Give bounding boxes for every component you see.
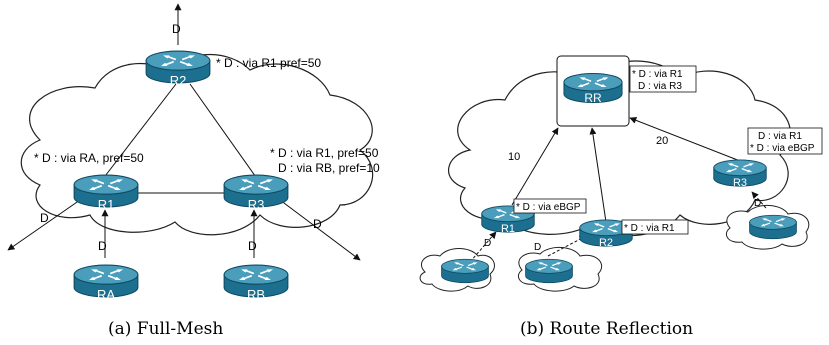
- weight-r3-rr: 20: [656, 135, 668, 147]
- router-r3-b-label: R3: [733, 177, 747, 189]
- router-ext-mid: [524, 258, 574, 284]
- router-ra-label: RA: [97, 287, 115, 302]
- router-r1-b: R1: [480, 205, 536, 235]
- router-r2-b: R2: [578, 219, 634, 249]
- full-mesh-panel: R2 R1 R3 RA RB D D D D D * D : via R1 pr…: [7, 3, 380, 339]
- router-r3: R3: [223, 174, 289, 212]
- r3-route-note-1: * D : via R1, pref=50: [270, 146, 379, 160]
- route-reflection-panel: RR R1 R2 R3 D D D 10 20 * D: [419, 55, 823, 339]
- weight-r1-rr: 10: [508, 151, 520, 163]
- router-ext-right: [748, 214, 798, 240]
- router-ext-left: [440, 258, 490, 284]
- dest-label-r2: D: [534, 242, 541, 253]
- dest-label-right: D: [313, 217, 322, 231]
- r2-b-route-note: * D : via R1: [624, 223, 675, 234]
- router-r3-label: R3: [248, 197, 265, 212]
- r1-route-note: * D : via RA, pref=50: [34, 151, 144, 165]
- dest-label-r1: D: [484, 238, 491, 249]
- dest-label-rb: D: [248, 239, 257, 253]
- r3-b-route-note-2: * D : via eBGP: [750, 143, 815, 154]
- caption-route-reflection: (b) Route Reflection: [520, 319, 693, 339]
- dest-label-top: D: [172, 22, 181, 36]
- router-r2-b-label: R2: [599, 237, 613, 249]
- router-r2: R2: [145, 50, 211, 88]
- rr-route-note-1: * D : via R1: [632, 69, 683, 80]
- dest-label-r3: D: [754, 198, 761, 209]
- router-rb: RB: [223, 264, 289, 302]
- router-rb-label: RB: [247, 287, 265, 302]
- router-r3-b: R3: [712, 159, 768, 189]
- router-r1: R1: [73, 174, 139, 212]
- caption-full-mesh: (a) Full-Mesh: [108, 319, 223, 339]
- rr-route-note-2: D : via R3: [638, 81, 682, 92]
- router-r1-b-label: R1: [501, 223, 515, 235]
- r2-route-note: * D : via R1 pref=50: [216, 56, 321, 70]
- router-ra: RA: [73, 264, 139, 302]
- r1-b-route-note: * D : via eBGP: [516, 202, 581, 213]
- r3-b-route-note-1: D : via R1: [758, 131, 802, 142]
- router-rr-label: RR: [584, 91, 602, 105]
- r3-route-note-2: D : via RB, pref=10: [278, 161, 380, 175]
- router-r2-label: R2: [170, 73, 187, 88]
- dest-label-left: D: [40, 211, 49, 225]
- router-rr: RR: [563, 72, 623, 105]
- router-r1-label: R1: [98, 197, 115, 212]
- dest-label-ra: D: [98, 239, 107, 253]
